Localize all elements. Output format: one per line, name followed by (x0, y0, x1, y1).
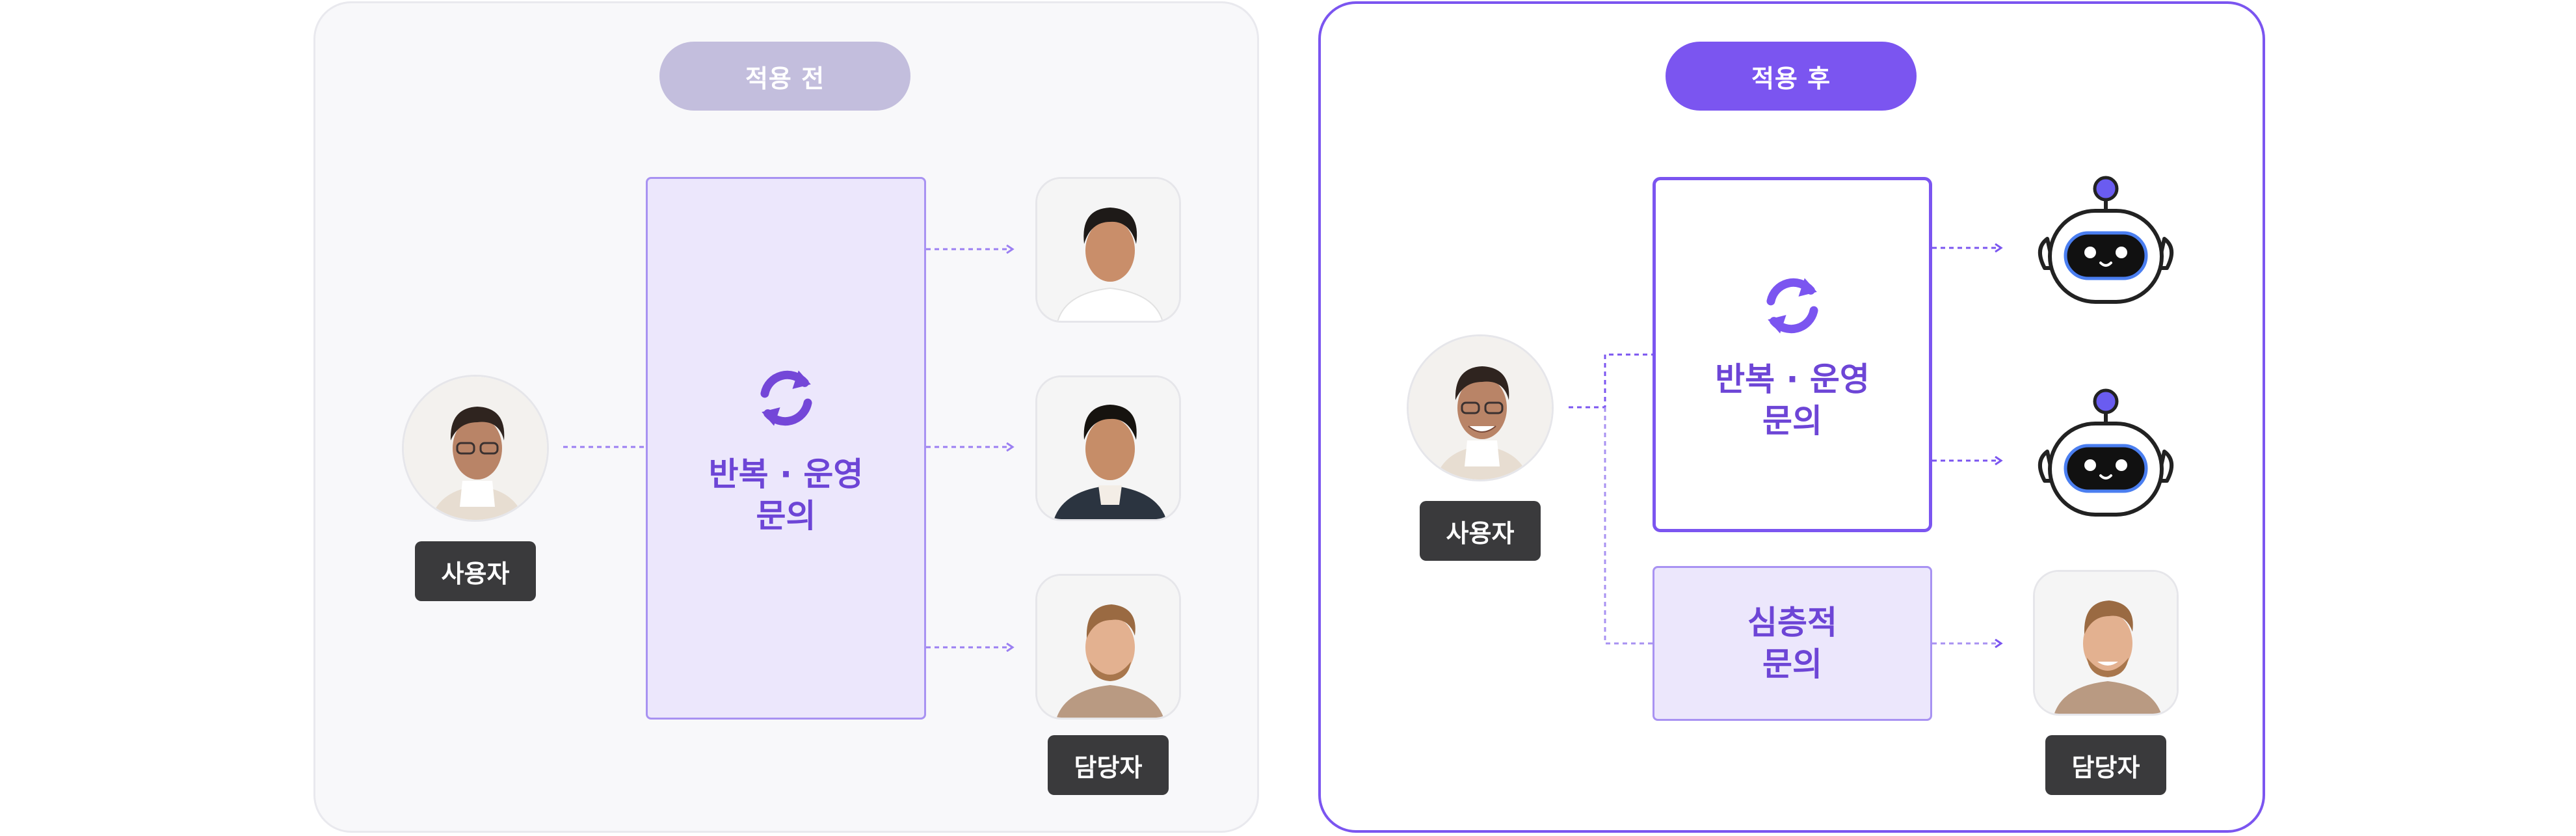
agent-label-before: 담당자 (1048, 735, 1169, 795)
robot-icon (2038, 388, 2173, 517)
bot-box-title-line2: 문의 (1762, 402, 1822, 440)
agent-avatar-2 (1035, 375, 1181, 521)
user-avatar (1407, 334, 1554, 481)
repeat-ops-box-after: 반복 · 운영 문의 (1653, 177, 1932, 532)
robot-icon (2038, 176, 2173, 304)
refresh-icon (760, 370, 812, 426)
agent-avatar-3 (1035, 574, 1181, 720)
agent-avatar-after (2033, 570, 2179, 716)
badge-before: 적용 전 (659, 42, 910, 111)
box-title-line2: 문의 (756, 497, 816, 535)
box-title-line1: 반복 · 운영 (708, 455, 864, 493)
deep-box-title-line1: 심층적 (1747, 604, 1837, 641)
deep-box-title-line2: 문의 (1762, 645, 1822, 683)
badge-after: 적용 후 (1666, 42, 1917, 111)
user-label-before: 사용자 (415, 541, 536, 601)
bot-box-title-line1: 반복 · 운영 (1715, 360, 1870, 398)
repeat-ops-box-before: 반복 · 운영 문의 (646, 177, 926, 720)
deep-inquiry-box: 심층적 문의 (1653, 566, 1932, 721)
user-avatar (402, 375, 549, 522)
agent-avatar-1 (1035, 177, 1181, 323)
user-label-after: 사용자 (1420, 501, 1541, 561)
agent-label-after: 담당자 (2045, 735, 2166, 795)
refresh-icon (1766, 278, 1818, 334)
